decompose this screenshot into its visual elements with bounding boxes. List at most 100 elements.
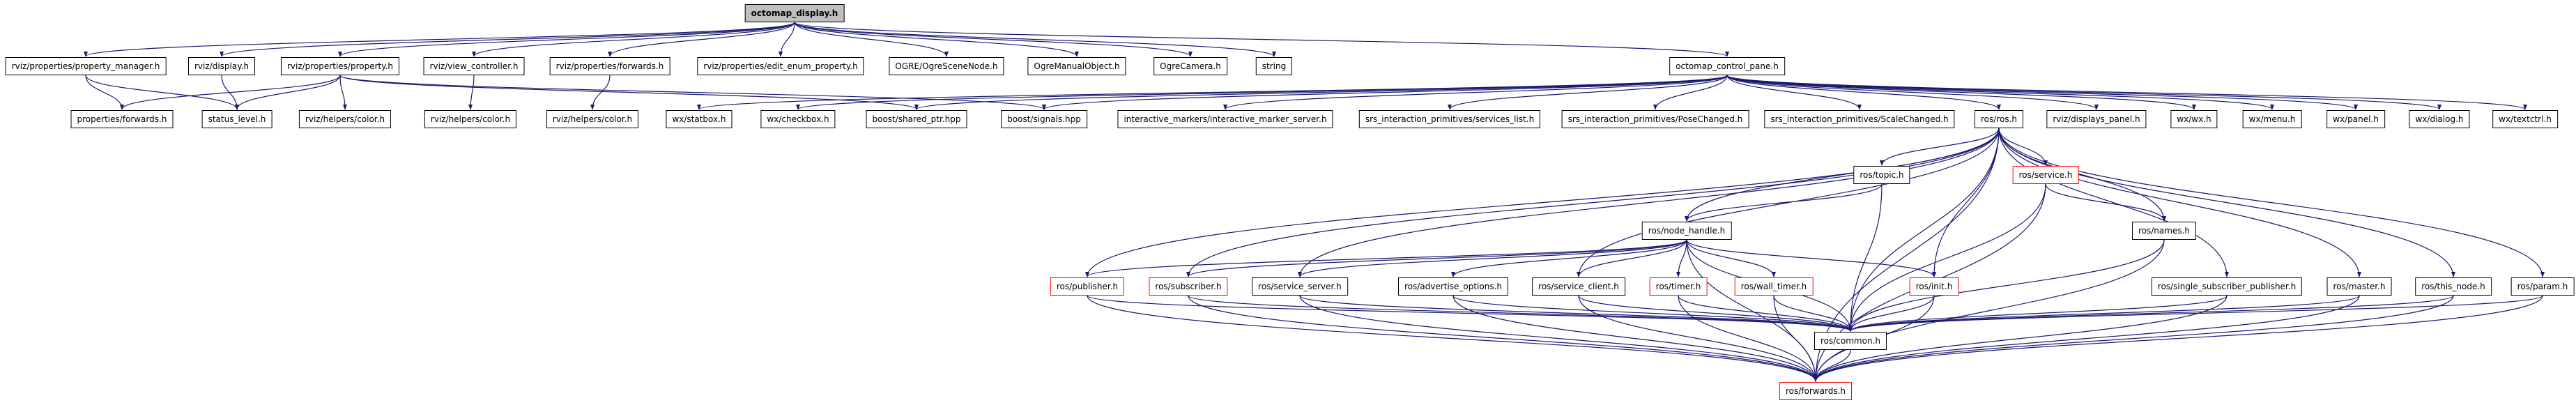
include-edge: [339, 75, 347, 110]
graph-node-wx-panel-h[interactable]: wx/panel.h: [2326, 110, 2385, 128]
graph-node-ros-common-h[interactable]: ros/common.h: [1814, 332, 1887, 350]
graph-node-ros-timer-h[interactable]: ros/timer.h: [1649, 277, 1708, 296]
graph-node-ros-wall-timer-h[interactable]: ros/wall_timer.h: [1734, 277, 1814, 296]
include-edge: [1188, 295, 1853, 332]
include-edge: [779, 22, 795, 57]
graph-node-srs-interaction-primitives-scalechanged-h[interactable]: srs_interaction_primitives/ScaleChanged.…: [1764, 110, 1955, 128]
include-edge: [1685, 183, 1883, 222]
include-edge: [235, 75, 341, 110]
graph-node-wx-checkbox-h[interactable]: wx/checkbox.h: [760, 110, 836, 128]
graph-node-rviz-properties-property-manager-h[interactable]: rviz/properties/property_manager.h: [5, 57, 167, 75]
include-edge: [1880, 128, 2000, 166]
include-edge: [794, 22, 1729, 57]
graph-node-ros-param-h[interactable]: ros/param.h: [2510, 277, 2575, 296]
include-edge: [1577, 128, 2000, 277]
graph-node-string[interactable]: string: [1255, 57, 1293, 75]
include-edge: [794, 22, 1276, 57]
graph-node-rviz-display-h[interactable]: rviz/display.h: [187, 57, 256, 75]
include-edge: [1676, 239, 1687, 277]
include-edge: [1299, 295, 1818, 382]
include-edge: [1298, 239, 1687, 277]
graph-node-ros-single-subscriber-publisher-h[interactable]: ros/single_subscriber_publisher.h: [2151, 277, 2303, 296]
include-edge: [1188, 295, 1818, 382]
include-edge: [1726, 75, 2099, 110]
include-edge: [1726, 75, 2196, 110]
graph-node-ros-advertise-options-h[interactable]: ros/advertise_options.h: [1398, 277, 1508, 296]
include-edge: [1814, 295, 2454, 382]
include-edge: [1848, 183, 2046, 332]
graph-node-ros-service-h[interactable]: ros/service.h: [2012, 166, 2079, 184]
graph-node-wx-dialog-h[interactable]: wx/dialog.h: [2409, 110, 2470, 128]
include-edge: [1848, 183, 1883, 332]
include-edge: [1087, 295, 1853, 332]
graph-node-ros-service-client-h[interactable]: ros/service_client.h: [1532, 277, 1625, 296]
include-edge: [1686, 239, 1936, 277]
graph-node-ros-service-server-h[interactable]: ros/service_server.h: [1252, 277, 1348, 296]
include-edge: [1998, 128, 2361, 277]
graph-node-rviz-properties-property-h[interactable]: rviz/properties/property.h: [280, 57, 400, 75]
graph-node-ros-node-handle-h[interactable]: ros/node_handle.h: [1641, 222, 1732, 240]
graph-node-rviz-view-controller-h[interactable]: rviz/view_controller.h: [423, 57, 525, 75]
graph-node-ogrecamera-h[interactable]: OgreCamera.h: [1153, 57, 1227, 75]
graph-node-wx-textctrl-h[interactable]: wx/textctrl.h: [2492, 110, 2558, 128]
graph-node-rviz-helpers-color-h[interactable]: rviz/helpers/color.h: [546, 110, 639, 128]
graph-node-ros-init-h[interactable]: ros/init.h: [1909, 277, 1959, 296]
graph-node-ros-publisher-h[interactable]: ros/publisher.h: [1050, 277, 1125, 296]
include-edge: [1726, 75, 2274, 110]
graph-node-rviz-helpers-color-h[interactable]: rviz/helpers/color.h: [424, 110, 517, 128]
graph-node-boost-shared-ptr-hpp[interactable]: boost/shared_ptr.hpp: [866, 110, 967, 128]
include-edge: [1726, 75, 1862, 110]
include-edge: [1814, 349, 1851, 382]
include-edge: [1848, 295, 2543, 332]
graph-node-wx-menu-h[interactable]: wx/menu.h: [2242, 110, 2302, 128]
include-edge: [1998, 128, 2545, 277]
graph-node-ogremanualobject-h[interactable]: OgreManualObject.h: [1027, 57, 1126, 75]
graph-node-octomap-display-h[interactable]: octomap_display.h: [744, 4, 845, 22]
graph-node-wx-wx-h[interactable]: wx/wx.h: [2170, 110, 2218, 128]
graph-node-properties-forwards-h[interactable]: properties/forwards.h: [70, 110, 174, 128]
include-edge: [1653, 75, 1728, 110]
include-edge: [1814, 295, 2543, 382]
include-edge: [1686, 239, 1776, 277]
include-edge: [1726, 75, 2358, 110]
include-edge: [1452, 295, 1853, 332]
include-edge: [1998, 128, 2455, 277]
graph-node-octomap-control-pane-h[interactable]: octomap_control_pane.h: [1669, 57, 1785, 75]
graph-node-ros-master-h[interactable]: ros/master.h: [2326, 277, 2392, 296]
include-edge: [1578, 295, 1853, 332]
graph-node-wx-statbox-h[interactable]: wx/statbox.h: [666, 110, 733, 128]
graph-node-ros-names-h[interactable]: ros/names.h: [2131, 222, 2197, 240]
graph-node-status-level-h[interactable]: status_level.h: [201, 110, 273, 128]
graph-node-ros-forwards-h[interactable]: ros/forwards.h: [1779, 382, 1852, 400]
include-edge: [1998, 128, 2048, 166]
include-edge: [1085, 239, 1687, 277]
include-edge: [794, 22, 1079, 57]
include-edge: [1848, 128, 2000, 332]
include-edge: [1451, 239, 1687, 277]
graph-node-ros-subscriber-h[interactable]: ros/subscriber.h: [1149, 277, 1228, 296]
include-edge: [1773, 295, 1818, 382]
include-edge: [1726, 75, 2001, 110]
graph-node-rviz-properties-forwards-h[interactable]: rviz/properties/forwards.h: [549, 57, 670, 75]
graph-node-boost-signals-hpp[interactable]: boost/signals.hpp: [1001, 110, 1087, 128]
graph-node-interactive-markers-interactive-marker-server-h[interactable]: interactive_markers/interactive_marker_s…: [1117, 110, 1333, 128]
include-edge: [1678, 295, 1818, 382]
include-edge: [1223, 75, 1728, 110]
include-edge: [1848, 295, 2454, 332]
include-edge: [796, 75, 1728, 110]
include-edge: [84, 22, 795, 57]
include-edge: [1848, 295, 2360, 332]
graph-node-ros-ros-h[interactable]: ros/ros.h: [1975, 110, 2023, 128]
include-edge: [1814, 295, 2360, 382]
graph-node-ogre-ogrescenenode-h[interactable]: OGRE/OgreSceneNode.h: [889, 57, 1004, 75]
include-edge: [339, 75, 919, 110]
graph-node-srs-interaction-primitives-posechanged-h[interactable]: srs_interaction_primitives/PoseChanged.h: [1561, 110, 1749, 128]
graph-node-ros-this-node-h[interactable]: ros/this_node.h: [2415, 277, 2492, 296]
include-edge: [1085, 128, 2000, 277]
graph-node-rviz-helpers-color-h[interactable]: rviz/helpers/color.h: [298, 110, 392, 128]
graph-node-ros-topic-h[interactable]: ros/topic.h: [1853, 166, 1910, 184]
graph-node-rviz-properties-edit-enum-property-h[interactable]: rviz/properties/edit_enum_property.h: [697, 57, 864, 75]
graph-node-rviz-displays-panel-h[interactable]: rviz/displays_panel.h: [2046, 110, 2147, 128]
graph-node-srs-interaction-primitives-services-list-h[interactable]: srs_interaction_primitives/services_list…: [1358, 110, 1541, 128]
